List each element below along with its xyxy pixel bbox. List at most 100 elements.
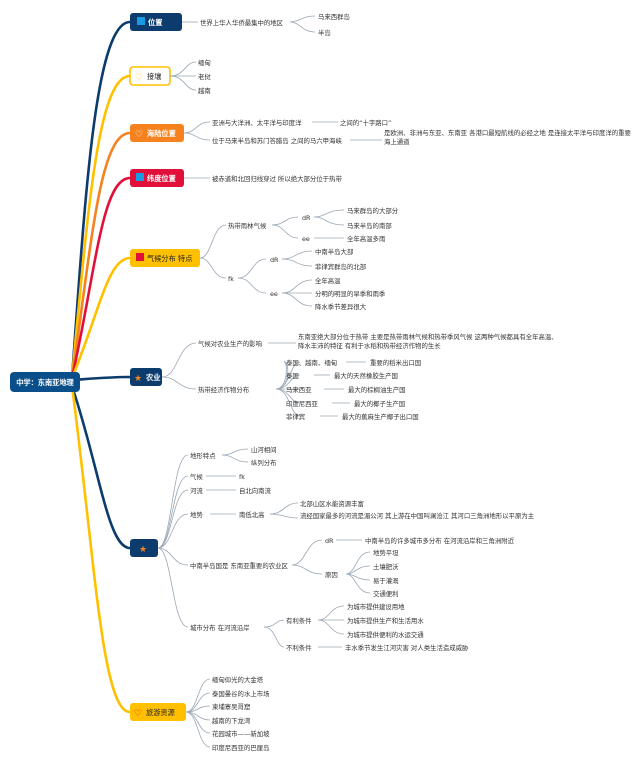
curve-agri: [71, 375, 131, 382]
heart-icon: ♡: [134, 709, 142, 719]
curve-climate: [70, 256, 131, 379]
climate-leaf: 全年高温多雨: [347, 234, 386, 243]
curve-border: [70, 74, 131, 379]
cities-fav: 为城市提供生产和生活用水: [347, 616, 424, 625]
terrain-label: 地形特点: [190, 451, 216, 460]
tourism-item: 柬埔寨吴哥窟: [212, 702, 250, 711]
border-item: 缅甸: [198, 58, 211, 67]
branch-location[interactable]: 位置: [130, 13, 182, 31]
agri-crop-fact: 重要的稻米出口国: [370, 358, 421, 367]
star-icon: ★: [134, 374, 142, 384]
terrain-item: 纵列分布: [251, 458, 277, 467]
peninsula-climate-label: 气候: [190, 472, 203, 481]
branch-tourism-box: [130, 703, 186, 721]
climate-leaf: 马来群岛的大部分: [347, 206, 399, 215]
branch-latitude-title: 纬度位置: [147, 174, 176, 183]
curve-sea-land: [70, 131, 131, 379]
curve-location: [70, 20, 131, 379]
cities-unfav-label: 不利条件: [286, 643, 312, 652]
branch-peninsula-box: [130, 539, 158, 557]
climate-feat-label: ee: [302, 235, 310, 243]
branch-agriculture-box: [130, 368, 162, 386]
peninsula-reason-label: 原因: [325, 571, 338, 579]
branch-location-title: 位置: [148, 18, 162, 27]
branch-agriculture-title: 农业: [145, 373, 160, 382]
climate-dist-label: dR: [270, 256, 279, 264]
agri-crops-label: 热带经济作物分布: [198, 385, 250, 394]
branch-tourism-title: 旅游资源: [146, 708, 175, 717]
branch-tourism[interactable]: ♡ 旅游资源: [130, 703, 186, 721]
slope-label: 地势: [190, 510, 203, 519]
branch-sea-land[interactable]: ♡ 海陆位置: [130, 124, 184, 142]
agri-crop-country: 马来西亚: [286, 386, 312, 394]
sea-land-b: 是欧洲、非洲与东亚、东南亚 各港口最短航线的必经之地 是连接太平洋与印度洋的重要…: [384, 129, 631, 146]
agri-influence-label: 气候对农业生产的影响: [198, 339, 262, 348]
cities-fav: 为城市提供建设用地: [347, 602, 405, 611]
root-node-box: [10, 372, 80, 392]
branch-climate[interactable]: 气候分布 特点: [130, 249, 200, 267]
slope-note: 北部山区水能资源丰富: [300, 499, 364, 508]
flag-icon: [137, 17, 145, 25]
climate-feat-label: ee: [270, 290, 278, 298]
curve-tourism: [70, 385, 131, 714]
cities-fav: 为城市提供便利的水运交通: [347, 630, 424, 639]
agri-crop-fact: 最大的椰子生产国: [354, 399, 405, 408]
peninsula-dist-label: dR: [325, 537, 334, 545]
agri-crop-country: 泰国: [286, 371, 299, 380]
climate-monsoon-label: fk: [228, 275, 234, 283]
heart-icon: ♡: [135, 130, 143, 140]
agri-crop-country: 泰国、越南、缅甸: [286, 358, 337, 367]
location-leaf: 马来西群岛: [318, 12, 350, 21]
branch-latitude[interactable]: 纬度位置: [130, 169, 184, 187]
branch-climate-box: [130, 249, 200, 267]
tourism-item: 越南的下龙湾: [212, 716, 251, 725]
main-branch-curves: [70, 20, 131, 714]
tourism-item: 印度尼西亚的巴厘岛: [212, 743, 270, 752]
flag-icon: [136, 173, 144, 181]
climate-leaf: 菲律宾群岛的北部: [315, 262, 367, 271]
peninsula-reason: 交通便利: [373, 589, 399, 598]
river-label: 河流: [190, 486, 203, 495]
tourism-item: 花园城市——新加坡: [212, 729, 270, 738]
peninsula-agri-label: 中南半岛国是 东南亚重要的农业区: [190, 561, 288, 570]
branch-sea-land-title: 海陆位置: [147, 129, 176, 138]
cities-fav-label: 有利条件: [286, 616, 312, 625]
border-item: 越南: [198, 86, 211, 95]
branch-border-title: 接壤: [147, 72, 161, 81]
curve-peninsula: [70, 385, 131, 550]
branch-climate-title: 气候分布 特点: [147, 254, 192, 263]
sea-land-a: 亚洲与大洋洲、太平洋与印度洋: [212, 118, 302, 127]
climate-tropical-label: 热带雨林气候: [228, 221, 267, 230]
curve-latitude: [70, 176, 131, 379]
agri-crop-country: 菲律宾: [286, 412, 305, 421]
climate-leaf: 降水季节差异很大: [315, 302, 367, 311]
peninsula-reason: 地势平坦: [373, 548, 399, 557]
cities-unfav: 丰水季节发生江河灾害 对人类生活造成威胁: [345, 643, 469, 652]
heart-icon: ♡: [135, 73, 143, 83]
climate-dist-label: dR: [302, 214, 311, 222]
branch-peninsula[interactable]: ★: [130, 539, 158, 557]
climate-leaf: 全年高温: [315, 276, 341, 285]
river-value: 自北向南流: [239, 486, 272, 495]
peninsula-dist: 中南半岛的许多城市多分布 在河流沿岸和三角洲附近: [365, 536, 515, 545]
branch-border[interactable]: ♡ 接壤: [129, 66, 171, 86]
climate-leaf: 分明的明显的旱季和雨季: [315, 289, 386, 298]
sea-land-b: 之间的“十字路口”: [340, 118, 391, 127]
slope-note: 流经国家最多的河流是湄公河 其上游在中国叫澜沧江 其河口三角洲地形以平原为主: [300, 512, 535, 520]
agri-crop-fact: 最大的天然橡胶生产国: [334, 371, 398, 380]
agri-crop-country: 印度尼西亚: [286, 399, 319, 408]
tourism-item: 缅甸仰光的大金塔: [212, 675, 264, 684]
cities-label: 城市分布 在河流沿岸: [190, 623, 250, 632]
branch-agriculture[interactable]: ★ 农业: [130, 368, 162, 386]
tourism-item: 泰国曼谷的水上市场: [212, 689, 270, 698]
root-node-label: 中学：东南亚地理: [16, 378, 74, 387]
sea-land-a: 位于马来半岛和苏门答腊岛 之间的马六甲海峡: [212, 136, 342, 145]
peninsula-reason: 易于灌溉: [373, 576, 399, 585]
agri-influence-text: 东南亚绝大部分位于热带 主要是热带雨林气候和热带季风气候 这两种气候都具有全年高…: [298, 333, 558, 350]
climate-leaf: 马来半岛的南部: [347, 221, 392, 230]
agri-crop-fact: 最大的棕榈油生产国: [348, 385, 406, 394]
branch-sea-land-box: [130, 124, 184, 142]
flag-icon: [136, 253, 144, 261]
climate-leaf: 中南半岛大部: [315, 247, 354, 256]
